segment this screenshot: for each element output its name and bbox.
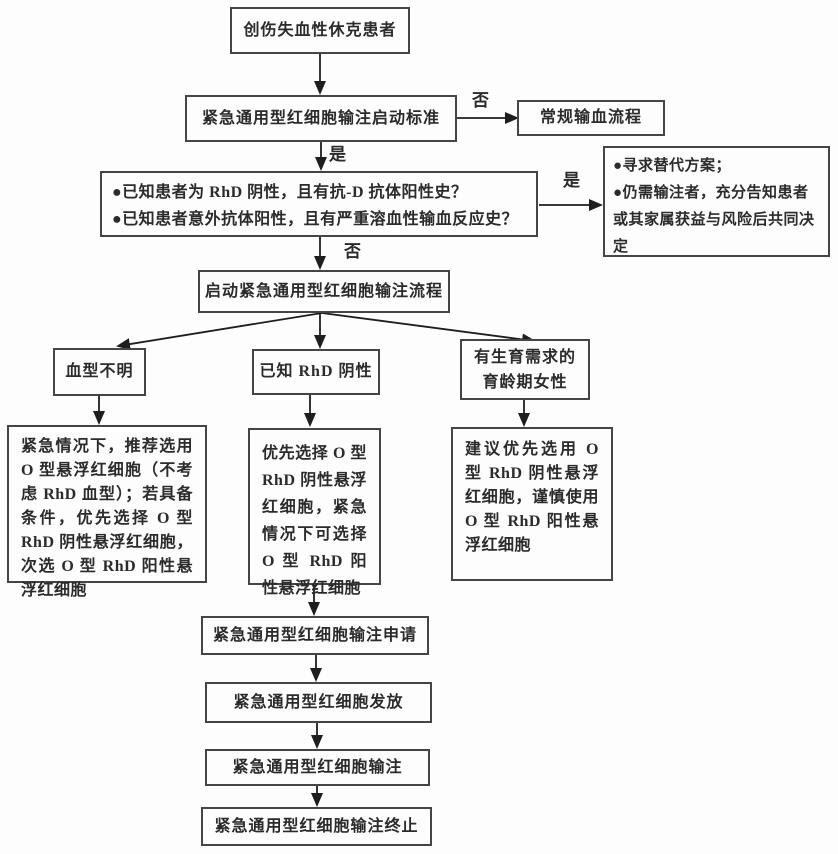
node-issue: 紧急通用型红细胞发放 [205,682,432,723]
arrow-start-to-branch-unknown [116,312,323,351]
node-decision: ●已知患者为 RhD 阴性，且有抗-D 抗体阳性史？ ●已知患者意外抗体阳性，且… [100,171,538,237]
node-criteria: 紧急通用型红细胞输注启动标准 [185,95,457,142]
node-detail-childbearing: 建议优先选用 O 型 RhD 阴性悬浮红细胞，谨慎使用 O 型 RhD 阳性悬浮… [451,427,613,581]
node-start-process: 启动紧急通用型红细胞输注流程 [198,270,450,313]
node-transfuse: 紧急通用型红细胞输注 [205,749,430,786]
node-alternative: ●寻求替代方案； ●仍需输注者，充分告知患者或其家属获益与风险后共同决定 [603,146,830,257]
decision-question-2: ●已知患者意外抗体阳性，且有严重溶血性输血反应史？ [112,211,519,228]
node-routine: 常规输血流程 [517,100,665,136]
edge-label-no-routine: 否 [472,91,489,110]
node-patient: 创伤失血性休克患者 [230,7,410,54]
edge-label-yes-alternative: 是 [563,171,580,190]
edge-label-yes-criteria: 是 [329,145,346,164]
node-detail-unknown-type: 紧急情况下，推荐选用 O 型悬浮红细胞（不考虑 RhD 血型）；若具备条件，优先… [7,425,207,599]
node-branch-childbearing: 有生育需求的育龄期女性 [460,339,590,400]
node-apply: 紧急通用型红细胞输注申请 [201,616,429,655]
node-branch-unknown-type: 血型不明 [53,348,146,396]
alternative-item-1: ●寻求替代方案； [613,158,732,174]
arrow-start-to-branch-childbearing [321,312,536,346]
decision-question-1: ●已知患者为 RhD 阴性，且有抗-D 抗体阳性史？ [112,184,468,201]
node-terminate: 紧急通用型红细胞输注终止 [201,807,432,846]
edge-label-no-start: 否 [344,242,361,261]
alternative-item-2: ●仍需输注者，充分告知患者或其家属获益与风险后共同决定 [613,185,815,255]
node-branch-rhd-negative: 已知 RhD 阴性 [252,349,380,395]
node-detail-rhd-negative: 优先选择 O 型 RhD 阴性悬浮红细胞，紧急情况下可选择 O 型 RhD 阳性… [248,428,381,597]
